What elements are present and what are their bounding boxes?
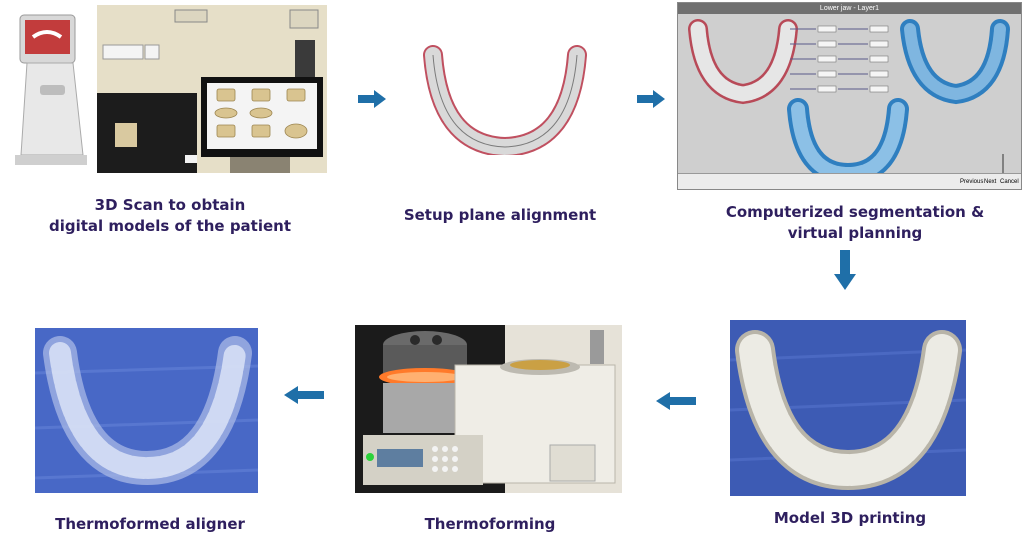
- segmentation-software: Lower jaw - Layer1 Previous: [677, 2, 1022, 190]
- down-arrow-icon: [834, 250, 856, 290]
- caption-model-printing: Model 3D printing: [773, 509, 927, 527]
- caption-3d-scan: 3D Scan to obtain digital models of the …: [48, 196, 292, 235]
- software-footer: Previous Next Cancel: [678, 173, 1021, 189]
- left-arrow-icon: [656, 392, 696, 410]
- previous-button[interactable]: Previous: [960, 179, 984, 185]
- right-arrow-icon: [637, 90, 665, 108]
- caption-segmentation: Computerized segmentation & virtual plan…: [725, 203, 985, 242]
- caption-thermoforming: Thermoforming: [424, 515, 556, 533]
- caption-setup-plane: Setup plane alignment: [403, 206, 597, 224]
- cancel-button[interactable]: Cancel: [1000, 179, 1019, 185]
- scanner-kiosk: [15, 14, 87, 165]
- thermoforming-machine-photo: [355, 325, 622, 493]
- window-title: Lower jaw - Layer1: [678, 3, 1021, 14]
- aligner-photo: [35, 328, 258, 493]
- right-arrow-icon: [358, 90, 386, 108]
- next-button[interactable]: Next: [984, 179, 997, 185]
- dental-arch-render: [405, 35, 605, 155]
- caption-aligner: Thermoformed aligner: [55, 515, 245, 533]
- left-arrow-icon: [284, 386, 324, 404]
- printed-model-photo: [730, 320, 966, 496]
- scanner-photo: [5, 5, 327, 173]
